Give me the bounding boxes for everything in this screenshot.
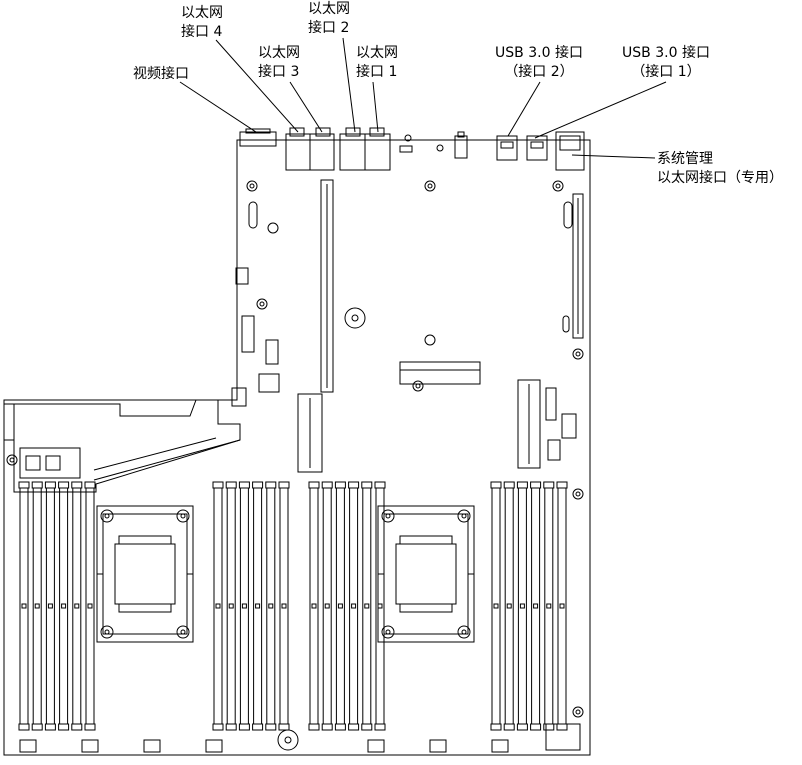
usb-1-label: USB 3.0 接口 （接口 1） <box>616 44 716 82</box>
fan-connector <box>143 739 161 753</box>
internal-connector <box>547 439 561 461</box>
ethernet-4-label: 以太网 接口 4 <box>181 4 223 42</box>
fan-connector <box>19 739 37 753</box>
right-riser-slot <box>572 193 584 339</box>
usb2-label-line2: （接口 2） <box>504 64 574 80</box>
ethernet-connector-block-4-3 <box>285 127 335 171</box>
fan-connector <box>367 739 385 753</box>
dimm-slot <box>58 481 70 731</box>
dimm-slot <box>44 481 56 731</box>
pcie-riser-slot <box>320 179 334 393</box>
fan-connector <box>491 739 509 753</box>
dimm-slot <box>252 481 264 731</box>
chipset <box>399 361 481 385</box>
ethernet-connector-block-2-1 <box>339 127 391 171</box>
dimm-slot <box>265 481 277 731</box>
dimm-slot <box>556 481 568 731</box>
video-connector <box>239 128 277 147</box>
eth2-label-line1: 以太网 <box>308 1 350 17</box>
usb-2-label: USB 3.0 接口 （接口 2） <box>489 44 589 82</box>
eth1-label-line2: 接口 1 <box>356 64 398 80</box>
header-connector <box>235 267 249 285</box>
sata-connector-left <box>297 393 323 473</box>
bottom-right-connector <box>545 723 581 751</box>
processor-socket-2 <box>377 505 475 643</box>
small-component <box>399 145 413 153</box>
power-connector-area <box>3 399 241 493</box>
eth3-label-line1: 以太网 <box>258 45 300 61</box>
dimm-slot <box>31 481 43 731</box>
video-connector-label: 视频接口 <box>133 65 189 84</box>
dimm-slot <box>278 481 290 731</box>
usb-connector-2 <box>496 135 518 161</box>
fan-connector <box>429 739 447 753</box>
internal-connector <box>545 387 557 421</box>
slot-oval <box>562 315 570 333</box>
ethernet-1-label: 以太网 接口 1 <box>356 44 398 82</box>
dimm-slot <box>503 481 515 731</box>
dimm-slot <box>84 481 96 731</box>
video-label-line1: 视频接口 <box>133 66 189 82</box>
eth4-label-line1: 以太网 <box>181 5 223 21</box>
usb1-label-line2: （接口 1） <box>631 64 701 80</box>
internal-connector <box>241 315 255 353</box>
mgmt-label-line2: 以太网接口（专用） <box>657 170 783 186</box>
internal-connector <box>561 413 577 439</box>
dimm-slot <box>543 481 555 731</box>
jumper-block <box>231 387 247 407</box>
dimm-slot <box>321 481 333 731</box>
dimm-slot <box>348 481 360 731</box>
fan-connector <box>81 739 99 753</box>
ethernet-3-label: 以太网 接口 3 <box>258 44 300 82</box>
dimm-slot <box>361 481 373 731</box>
battery-holder <box>258 373 280 393</box>
internal-connector <box>265 339 279 365</box>
dimm-slot <box>225 481 237 731</box>
usb2-label-line1: USB 3.0 接口 <box>495 45 583 61</box>
dimm-slot <box>516 481 528 731</box>
dimm-slot <box>308 481 320 731</box>
ethernet-2-label: 以太网 接口 2 <box>308 0 350 38</box>
board-outline <box>3 139 591 756</box>
sata-connector-right <box>517 379 541 469</box>
eth3-label-line2: 接口 3 <box>258 64 300 80</box>
fan-connectors <box>19 739 509 753</box>
dimm-slot <box>212 481 224 731</box>
processor-socket-1 <box>96 505 194 643</box>
slot-oval <box>563 201 573 229</box>
mgmt-label-line1: 系统管理 <box>657 151 713 167</box>
dimm-slot <box>238 481 250 731</box>
led-header <box>454 131 468 159</box>
slot-oval <box>248 201 258 229</box>
eth4-label-line2: 接口 4 <box>181 24 223 40</box>
mounting-holes <box>6 180 584 751</box>
dimm-slot <box>334 481 346 731</box>
callout-lines <box>179 37 667 159</box>
management-ethernet-label: 系统管理 以太网接口（专用） <box>657 150 783 188</box>
usb1-label-line1: USB 3.0 接口 <box>622 45 710 61</box>
dimm-slot <box>530 481 542 731</box>
usb-connector-1 <box>526 135 548 161</box>
dimm-slot-group <box>18 481 568 731</box>
standoff <box>404 134 412 142</box>
standoff <box>436 144 444 152</box>
fan-connector <box>205 739 223 753</box>
dimm-slot <box>71 481 83 731</box>
eth2-label-line2: 接口 2 <box>308 20 350 36</box>
dimm-slot <box>490 481 502 731</box>
management-ethernet-connector <box>555 131 585 171</box>
eth1-label-line1: 以太网 <box>356 45 398 61</box>
dimm-slot <box>18 481 30 731</box>
